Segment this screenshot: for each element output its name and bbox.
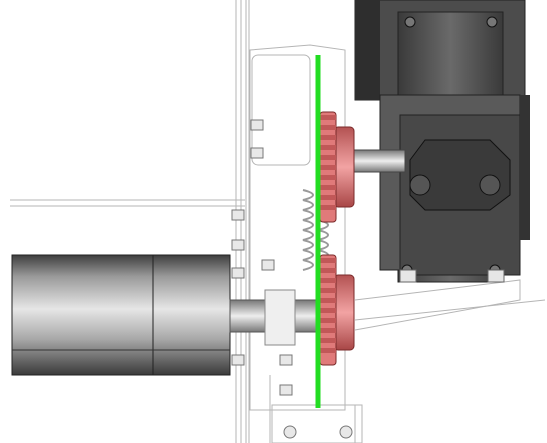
plate-bolts bbox=[231, 119, 353, 439]
upper-sprocket bbox=[319, 111, 355, 223]
gearbox bbox=[354, 0, 530, 283]
motor bbox=[11, 254, 231, 376]
lower-sprocket bbox=[319, 254, 355, 366]
motor-hub bbox=[264, 289, 296, 346]
frame bbox=[10, 0, 546, 443]
